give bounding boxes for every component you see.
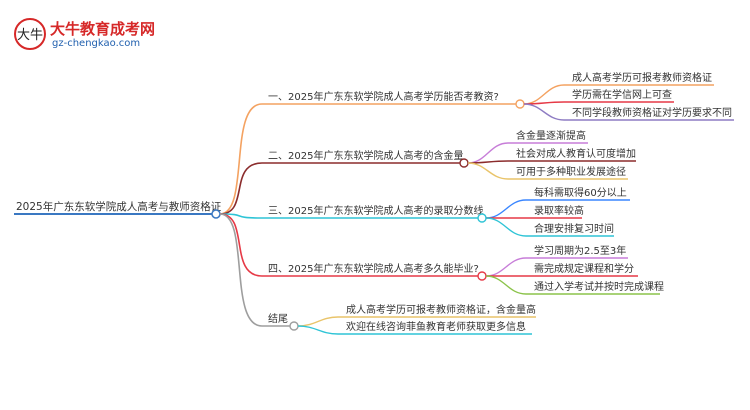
logo-ring-icon [14,18,46,50]
branch-1: 一、2025年广东东软学院成人高考学历能否考教资? 成人高考学历可报考教师资格证学… [219,71,734,215]
leaf-label: 含金量逐渐提高 [516,129,586,142]
logo-mark: 大牛 [17,28,43,43]
leaf-label: 不同学段教师资格证对学历要求不同 [572,106,732,119]
leaf-connector [467,162,509,180]
leaf-connector [297,316,339,327]
leaf-label: 成人高考学历可报考教师资格证，含金量高 [346,303,536,316]
leaf-connector [523,103,565,121]
branch-connector [219,213,263,219]
branch-4: 四、2025年广东东软学院成人高考多久能毕业? 学习周期为2.5至3年需完成规定课… [219,213,664,295]
leaf-label: 需完成规定课程和学分 [534,262,634,275]
branch-label: 四、2025年广东东软学院成人高考多久能毕业? [268,262,479,275]
branch-label: 二、2025年广东东软学院成人高考的含金量 [268,149,463,162]
leaf-label: 通过入学考试并按时完成课程 [534,280,664,293]
root-label: 2025年广东东软学院成人高考与教师资格证 [16,200,222,213]
branch-label: 三、2025年广东东软学院成人高考的录取分数线 [268,204,483,217]
leaf-connector [297,325,339,335]
branch-connector [219,213,263,327]
root-node-dot [211,209,221,219]
branch-node-dot [477,213,487,223]
logo-url: gz-chengkao.com [52,38,141,49]
leaf-connector [485,275,527,295]
leaf-connector [485,217,527,237]
branch-label: 一、2025年广东东软学院成人高考学历能否考教资? [268,90,499,103]
leaf-label: 欢迎在线咨询菲鱼教育老师获取更多信息 [346,320,526,333]
branch-node-dot [515,99,525,109]
branch-2: 二、2025年广东东软学院成人高考的含金量 含金量逐渐提高社会对成人教育认可度增加… [219,129,636,215]
leaf-label: 学历需在学信网上可查 [572,88,672,101]
leaf-connector [467,142,509,164]
branch-connector [219,162,263,215]
leaf-label: 社会对成人教育认可度增加 [516,147,636,160]
leaf-connector [485,199,527,219]
branch-connector [219,213,263,277]
branch-label: 结尾 [268,312,288,325]
branch-node-dot [477,271,487,281]
branch-node-dot [459,158,469,168]
branch-node-dot [289,321,299,331]
branch-3: 三、2025年广东东软学院成人高考的录取分数线 每科需取得60分以上录取率较高合理… [219,186,630,237]
leaf-label: 可用于多种职业发展途径 [516,165,626,178]
leaf-connector [485,257,527,277]
leaf-label: 学习周期为2.5至3年 [534,244,626,257]
logo-graphic: 大牛 [14,18,46,50]
logo: 大牛 大牛教育成考网 gz-chengkao.com [12,14,182,56]
leaf-label: 合理安排复习时间 [534,222,614,235]
leaf-label: 每科需取得60分以上 [534,186,627,199]
logo-title: 大牛教育成考网 [50,20,156,38]
leaf-connector [523,84,565,105]
branch-connector [219,103,263,215]
leaf-label: 录取率较高 [534,204,584,217]
leaf-label: 成人高考学历可报考教师资格证 [572,71,712,84]
